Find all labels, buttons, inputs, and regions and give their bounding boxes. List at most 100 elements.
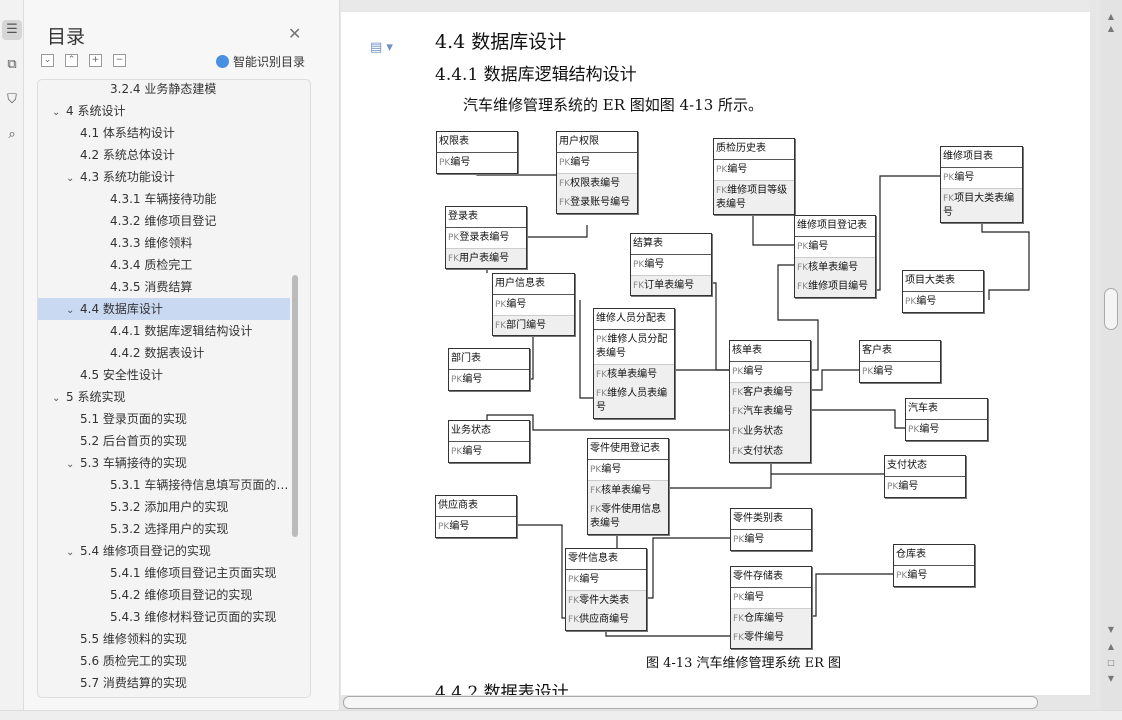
entity-field: FK仓库编号 xyxy=(731,608,811,628)
search-icon[interactable]: ⌕ xyxy=(8,127,16,142)
next-page-icon[interactable]: ▼ xyxy=(1107,674,1115,683)
chevron-down-icon[interactable]: ⌄ xyxy=(66,459,75,470)
toc-item[interactable]: ⌄5.4 维修项目登记的实现 xyxy=(38,540,290,562)
toc-item[interactable]: 5.4.2 维修项目登记的实现 xyxy=(38,584,290,606)
toc-item[interactable]: 4.3.5 消费结算 xyxy=(38,276,290,298)
key-type: PK xyxy=(733,593,745,603)
toc-item[interactable]: 5.4.1 维修项目登记主页面实现 xyxy=(38,562,290,584)
toc-item[interactable]: 5.3.2 选择用户的实现 xyxy=(38,518,290,540)
toc-item[interactable]: 4.1 体系结构设计 xyxy=(38,122,290,144)
toc-item[interactable]: 4.3.4 质检完工 xyxy=(38,254,290,276)
toc-item[interactable]: 5.7 消费结算的实现 xyxy=(38,672,290,694)
toc-item-label: 4.1 体系结构设计 xyxy=(80,126,175,140)
toc-item[interactable]: 4.4.1 数据库逻辑结构设计 xyxy=(38,320,290,342)
vertical-scroll-thumb[interactable] xyxy=(1104,288,1118,330)
scroll-up-icon[interactable]: ▲ xyxy=(1107,24,1115,33)
chevron-down-icon[interactable]: ⌄ xyxy=(66,305,75,316)
connector xyxy=(811,369,859,391)
toc-item[interactable]: 5.1 登录页面的实现 xyxy=(38,408,290,430)
scroll-top-icon[interactable]: ▲ xyxy=(1107,12,1115,21)
scroll-down-icon[interactable]: ▼ xyxy=(1107,625,1115,634)
chevron-down-icon[interactable]: ⌄ xyxy=(52,393,61,404)
remove-level-button[interactable]: − xyxy=(113,54,126,67)
toc-item[interactable]: ⌄5.3 车辆接待的实现 xyxy=(38,452,290,474)
entity-field: PK编号 xyxy=(588,460,668,480)
entity-field: FK核单表编号 xyxy=(588,480,668,500)
toc-item[interactable]: 5.2 后台首页的实现 xyxy=(38,430,290,452)
toc-item[interactable]: 4.4.2 数据表设计 xyxy=(38,342,290,364)
toc-item[interactable]: 4.3.1 车辆接待功能 xyxy=(38,188,290,210)
toc-item[interactable]: 5.6 质检完工的实现 xyxy=(38,650,290,672)
toc-item[interactable]: 4.5 安全性设计 xyxy=(38,364,290,386)
key-type: PK xyxy=(448,233,460,243)
chevron-down-icon[interactable]: ⌄ xyxy=(52,107,61,118)
toc-item[interactable]: ⌄5 系统实现 xyxy=(38,386,290,408)
toc-item[interactable]: 5.4.3 维修材料登记页面的实现 xyxy=(38,606,290,628)
horizontal-scroll-thumb[interactable] xyxy=(343,696,1038,709)
toc-item-label: 4.3.3 维修领料 xyxy=(110,236,193,250)
toc-item[interactable]: 4.3.3 维修领料 xyxy=(38,232,290,254)
entity-field: PK编号 xyxy=(903,292,983,312)
entity-field: FK汽车表编号 xyxy=(730,402,810,422)
key-type: PK xyxy=(905,297,917,307)
entity-field: FK零件编号 xyxy=(731,628,811,648)
toc-item[interactable]: 4.3.2 维修项目登记 xyxy=(38,210,290,232)
connector xyxy=(486,414,729,431)
toc-item[interactable]: 4.2 系统总体设计 xyxy=(38,144,290,166)
toc-icon[interactable]: ☰ xyxy=(2,20,22,40)
bookmark-icon[interactable]: ⛉ xyxy=(7,92,17,107)
toc-item-label: 5.2 后台首页的实现 xyxy=(80,434,187,448)
key-type: PK xyxy=(439,158,451,168)
entity-field: PK编号 xyxy=(493,295,574,315)
connector xyxy=(777,264,819,371)
smart-toc-button[interactable]: 智能识别目录 xyxy=(216,53,305,70)
toc-item[interactable]: 3.2.4 业务静态建模 xyxy=(38,80,290,100)
document-icon[interactable]: ▤ ▾ xyxy=(370,40,393,55)
toc-item-label: 3.2.4 业务静态建模 xyxy=(110,82,217,96)
prev-page-icon[interactable]: ▲ xyxy=(1107,642,1115,651)
chevron-down-icon[interactable]: ⌄ xyxy=(66,547,75,558)
close-icon[interactable]: ✕ xyxy=(288,24,302,43)
collapse-all-button[interactable]: ⌄ xyxy=(41,54,54,67)
toc-item[interactable]: 5.5 维修领料的实现 xyxy=(38,628,290,650)
field-name: 零件使用信息表编号 xyxy=(590,504,662,529)
toc-item[interactable]: ⌄4 系统设计 xyxy=(38,100,290,122)
toc-item[interactable]: 5.3.2 添加用户的实现 xyxy=(38,496,290,518)
outline-icon[interactable]: ⧉ xyxy=(7,57,17,72)
toc-item[interactable]: ⌄4.4 数据库设计 xyxy=(38,298,290,320)
expand-up-button[interactable]: ⌃ xyxy=(65,54,78,67)
chevron-down-icon[interactable]: ⌄ xyxy=(66,173,75,184)
key-type: PK xyxy=(438,522,450,532)
vertical-scrollbar[interactable] xyxy=(1101,0,1122,710)
select-browse-icon[interactable]: □ xyxy=(1107,658,1115,667)
toc-scrollbar[interactable] xyxy=(292,275,298,537)
entity-name: 用户权限 xyxy=(557,132,637,153)
add-level-button[interactable]: + xyxy=(89,54,102,67)
toc-item[interactable]: ⌄4.3 系统功能设计 xyxy=(38,166,290,188)
key-type: PK xyxy=(495,300,507,310)
toc-item[interactable]: 5.3.1 车辆接待信息填写页面的实现 xyxy=(38,474,290,496)
key-type: PK xyxy=(568,575,580,585)
